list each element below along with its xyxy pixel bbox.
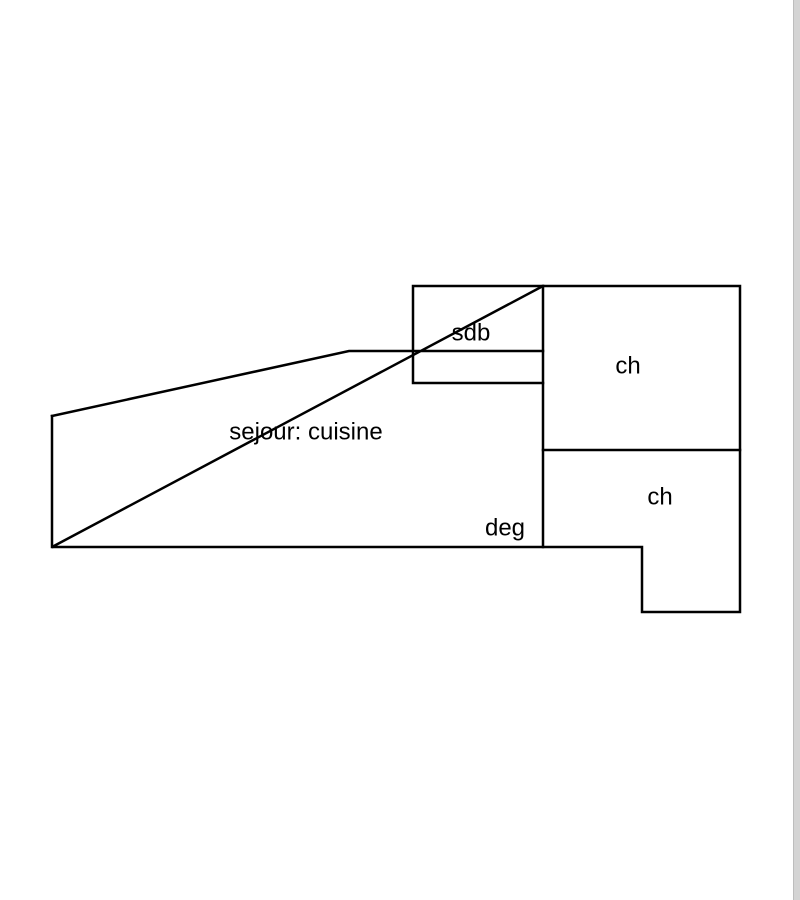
room-label-hallway: deg: [485, 514, 525, 541]
bathroom-walls: [411, 284, 545, 385]
room-label-bedroom-lower: ch: [647, 483, 672, 510]
room-label-living-kitchen: sejour: cuisine: [229, 418, 382, 445]
room-label-bedroom-upper: ch: [615, 352, 640, 379]
room-label-bathroom: sdb: [452, 319, 491, 346]
scrollbar[interactable]: [793, 0, 800, 900]
